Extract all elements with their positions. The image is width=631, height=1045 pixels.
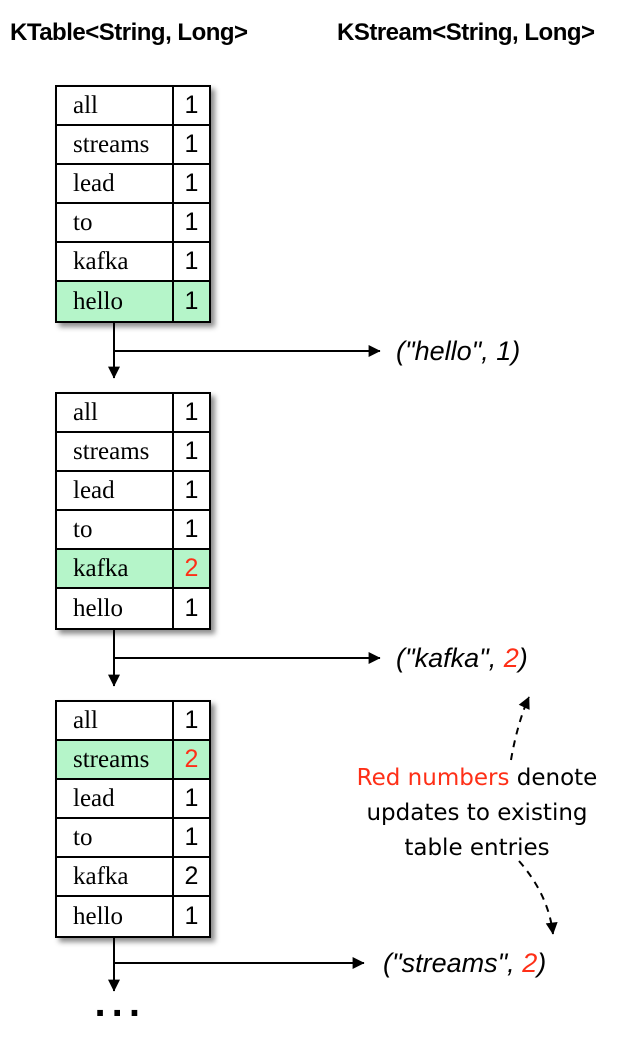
count-cell: 1 [184, 706, 199, 734]
continuation-ellipsis: ... [94, 986, 146, 1024]
count-cell: 2 [184, 745, 199, 773]
word-cell: all [57, 87, 174, 124]
stream-record-close: ) [511, 336, 521, 366]
word-cell: kafka [57, 858, 174, 895]
ktable-state-1-table: all 1 streams 1 lead 1 to 1 kafka 1 hello 1 [55, 85, 211, 323]
table-row-hello: hello 1 [57, 282, 209, 321]
stream-record-streams: ("streams", 2) [383, 948, 546, 979]
word-cell: kafka [57, 243, 174, 280]
count-cell: 1 [184, 130, 199, 158]
stream-record-count: 2 [522, 948, 538, 978]
count-cell: 1 [184, 823, 199, 851]
table-row-lead: lead 1 [57, 472, 209, 511]
ktable-state-2-table: all 1 streams 1 lead 1 to 1 kafka 2 hello 1 [55, 392, 211, 630]
table-row-lead: lead 1 [57, 165, 209, 204]
kstream-header: KStream<String, Long> [337, 19, 595, 46]
table-row-kafka: kafka 2 [57, 858, 209, 897]
count-cell: 1 [184, 247, 199, 275]
word-cell: hello [57, 282, 174, 321]
table-row-streams: streams 2 [57, 741, 209, 780]
annotation-line-2: updates to existing [366, 800, 588, 826]
stream-record-count: 1 [496, 336, 512, 366]
count-cell: 1 [184, 594, 199, 622]
ktable-header: KTable<String, Long> [10, 19, 248, 46]
count-cell: 1 [184, 515, 199, 543]
word-cell: all [57, 394, 174, 431]
table-row-to: to 1 [57, 819, 209, 858]
word-cell: to [57, 819, 174, 856]
table-row-all: all 1 [57, 87, 209, 126]
table-row-all: all 1 [57, 394, 209, 433]
table-row-streams: streams 1 [57, 126, 209, 165]
word-cell: streams [57, 741, 174, 778]
annotation-note: Red numbers denote updates to existing t… [348, 761, 606, 866]
annotation-red-phrase: Red numbers [356, 765, 510, 791]
stream-record-hello: ("hello", 1) [396, 336, 520, 367]
count-cell: 1 [184, 169, 199, 197]
table-row-kafka: kafka 1 [57, 243, 209, 282]
word-cell: to [57, 204, 174, 241]
word-cell: lead [57, 780, 174, 817]
stream-record-close: ) [537, 948, 547, 978]
table-row-all: all 1 [57, 702, 209, 741]
word-cell: hello [57, 589, 174, 628]
stream-record-text: ("kafka", [396, 643, 504, 673]
count-cell: 1 [184, 902, 199, 930]
table-row-kafka: kafka 2 [57, 550, 209, 589]
table-row-to: to 1 [57, 204, 209, 243]
count-cell: 1 [184, 208, 199, 236]
annotation-line-3: table entries [404, 835, 550, 861]
stream-record-close: ) [518, 643, 528, 673]
count-cell: 1 [184, 287, 199, 315]
annotation-line-1: Red numbers denote [348, 761, 606, 796]
word-cell: hello [57, 897, 174, 936]
word-cell: streams [57, 126, 174, 163]
count-cell: 1 [184, 398, 199, 426]
count-cell: 1 [184, 91, 199, 119]
annotation-line-1-rest: denote [509, 765, 598, 791]
word-cell: streams [57, 433, 174, 470]
stream-record-count: 2 [503, 643, 519, 673]
word-cell: to [57, 511, 174, 548]
count-cell: 2 [184, 554, 199, 582]
annotation-dashed-arrow-up [510, 696, 530, 761]
table-row-hello: hello 1 [57, 589, 209, 628]
count-cell: 1 [184, 437, 199, 465]
word-cell: all [57, 702, 174, 739]
stream-record-text: ("streams", [383, 948, 523, 978]
word-cell: lead [57, 165, 174, 202]
stream-record-kafka: ("kafka", 2) [396, 643, 528, 674]
stream-record-text: ("hello", [396, 336, 497, 366]
annotation-dashed-arrow-down [518, 860, 558, 935]
word-cell: lead [57, 472, 174, 509]
table-row-hello: hello 1 [57, 897, 209, 936]
table-row-streams: streams 1 [57, 433, 209, 472]
table-row-to: to 1 [57, 511, 209, 550]
count-cell: 2 [184, 862, 199, 890]
table-row-lead: lead 1 [57, 780, 209, 819]
count-cell: 1 [184, 784, 199, 812]
ktable-state-3-table: all 1 streams 2 lead 1 to 1 kafka 2 hello 1 [55, 700, 211, 938]
word-cell: kafka [57, 550, 174, 587]
count-cell: 1 [184, 476, 199, 504]
